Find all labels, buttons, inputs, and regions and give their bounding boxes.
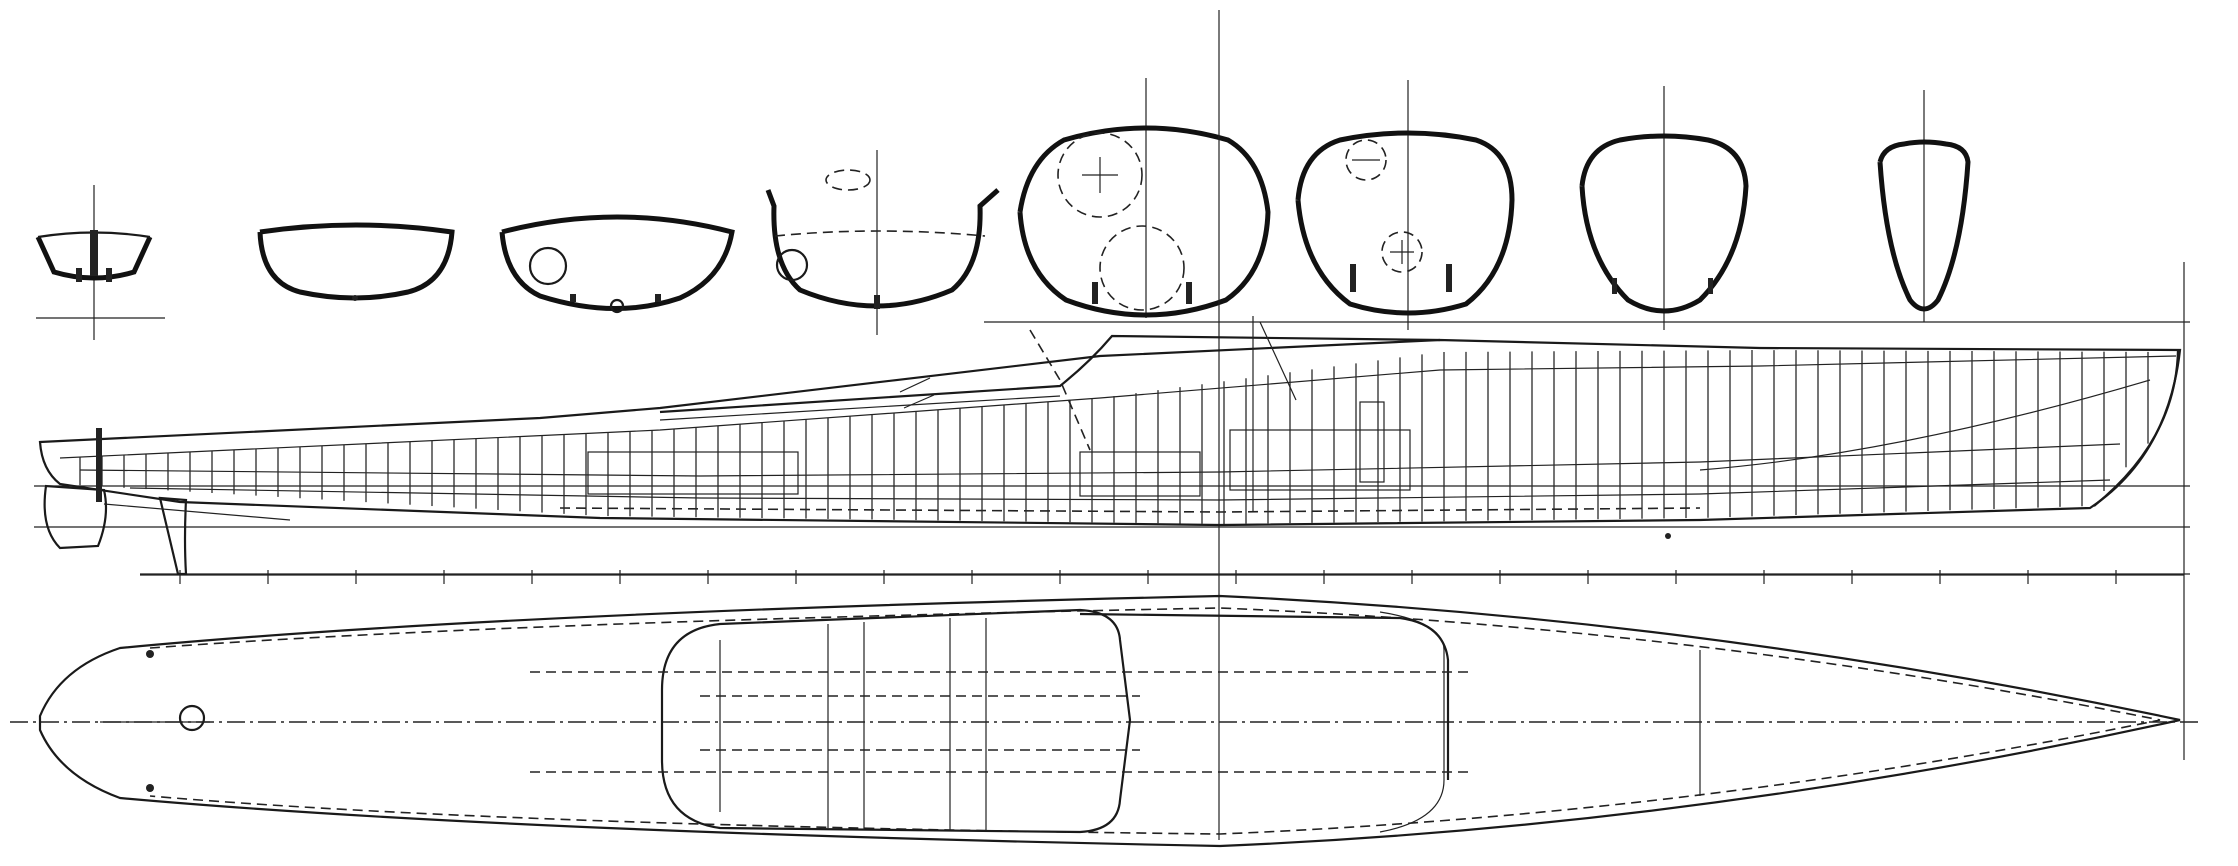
hull-frames xyxy=(79,350,2149,524)
section-6 xyxy=(1295,80,1515,330)
propeller xyxy=(158,496,188,576)
cockpit-opening xyxy=(660,608,1132,834)
hull-profile xyxy=(38,338,2182,527)
body-plan-sections xyxy=(35,78,1971,340)
profile-elevation xyxy=(34,10,2190,840)
section-1 xyxy=(35,185,165,340)
section-3 xyxy=(499,214,735,314)
section-5 xyxy=(1017,78,1271,318)
station-tick-marks xyxy=(179,570,2117,584)
deck-plan xyxy=(10,594,2200,848)
section-4 xyxy=(765,150,1000,335)
deck-outline xyxy=(38,594,2181,848)
section-8 xyxy=(1877,90,1971,322)
section-7 xyxy=(1579,86,1749,330)
section-2 xyxy=(257,222,455,301)
rudder xyxy=(43,484,108,550)
